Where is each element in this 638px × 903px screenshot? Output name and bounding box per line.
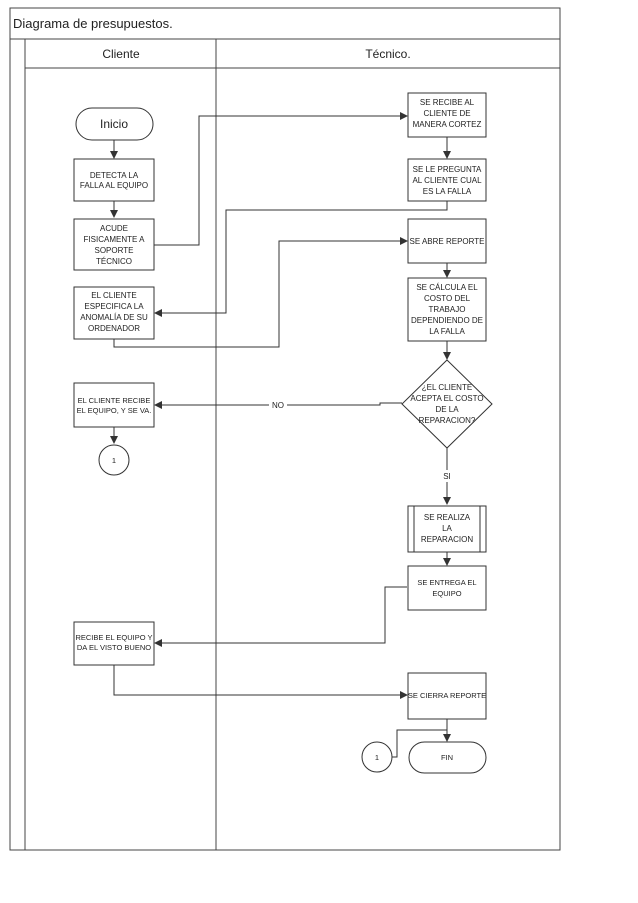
svg-text:ES LA FALLA: ES LA FALLA [423, 187, 472, 196]
node-conector-der: 1 [361, 741, 393, 773]
svg-text:DEPENDIENDO DE: DEPENDIENDO DE [411, 316, 483, 325]
svg-text:EQUIPO: EQUIPO [432, 589, 461, 598]
no-label-bg [269, 399, 287, 411]
svg-text:LA FALLA: LA FALLA [429, 327, 465, 336]
node-recibe-cliente: SE RECIBE AL CLIENTE DE MANERA CORTEZ [407, 92, 487, 138]
svg-text:AL CLIENTE CUAL: AL CLIENTE CUAL [412, 176, 482, 185]
svg-text:DA EL VISTO BUENO: DA EL VISTO BUENO [77, 643, 151, 652]
node-acude-soporte: ACUDE FISICAMENTE A SOPORTE TÉCNICO [73, 218, 155, 271]
svg-text:REPARACION: REPARACION [421, 535, 474, 544]
svg-text:1: 1 [112, 456, 116, 465]
arrow-recibe-visto-cierra [113, 665, 408, 699]
svg-text:SE CÁLCULA EL: SE CÁLCULA EL [416, 283, 478, 292]
page-title: Diagrama de presupuestos. [13, 16, 173, 31]
node-calcula-costo: SE CÁLCULA EL COSTO DEL TRABAJO DEPENDIE… [407, 277, 487, 342]
svg-text:MANERA CORTEZ: MANERA CORTEZ [413, 120, 482, 129]
node-entrega-equipo: SE ENTREGA EL EQUIPO [407, 565, 487, 611]
svg-text:SE REALIZA: SE REALIZA [424, 513, 471, 522]
svg-text:ESPECIFICA LA: ESPECIFICA LA [84, 302, 144, 311]
svg-text:1: 1 [375, 753, 379, 762]
node-decision-acepta: ¿EL CLIENTE ACEPTA EL COSTO DE LA REPARA… [401, 359, 493, 449]
svg-text:FISICAMENTE A: FISICAMENTE A [84, 235, 146, 244]
arrow-conector-fin [392, 729, 447, 758]
svg-text:TRABAJO: TRABAJO [429, 305, 466, 314]
svg-text:Inicio: Inicio [100, 117, 128, 131]
arrow-entrega-recibe-visto [154, 586, 407, 647]
no-label: NO [272, 401, 284, 410]
si-label-bg [441, 470, 453, 482]
lane-header-tecnico: Técnico. [365, 47, 410, 61]
svg-text:SE ENTREGA EL: SE ENTREGA EL [417, 578, 476, 587]
svg-text:RECIBE EL EQUIPO Y: RECIBE EL EQUIPO Y [75, 633, 152, 642]
svg-text:DETECTA LA: DETECTA LA [90, 171, 139, 180]
node-cliente-recibe-se-va: EL CLIENTE RECIBE EL EQUIPO, Y SE VA. [73, 382, 155, 428]
node-detecta-falla: DETECTA LA FALLA AL EQUIPO [73, 158, 155, 202]
svg-text:SE CIERRA REPORTE: SE CIERRA REPORTE [408, 691, 486, 700]
node-especifica-anomalia: EL CLIENTE ESPECIFICA LA ANOMALÍA DE SU … [73, 286, 155, 340]
lane-header-cliente: Cliente [102, 47, 140, 61]
node-pregunta-falla: SE LE PREGUNTA AL CLIENTE CUAL ES LA FAL… [407, 158, 487, 202]
svg-text:TÉCNICO: TÉCNICO [96, 257, 132, 266]
svg-text:SOPORTE: SOPORTE [95, 246, 134, 255]
diagram-frame [9, 7, 561, 851]
svg-text:EL EQUIPO, Y SE VA.: EL EQUIPO, Y SE VA. [77, 406, 152, 415]
arrow-pregunta-especifica [154, 201, 448, 317]
svg-text:EL CLIENTE: EL CLIENTE [91, 291, 137, 300]
svg-text:SE RECIBE AL: SE RECIBE AL [420, 98, 475, 107]
node-cierra-reporte: SE CIERRA REPORTE [407, 672, 487, 720]
node-conector-izq: 1 [98, 444, 130, 476]
svg-text:CLIENTE DE: CLIENTE DE [423, 109, 470, 118]
node-fin: FIN [408, 741, 487, 774]
node-inicio: Inicio [75, 107, 154, 141]
svg-text:FIN: FIN [441, 753, 453, 762]
svg-text:SE LE PREGUNTA: SE LE PREGUNTA [413, 165, 482, 174]
connectors [110, 112, 451, 758]
svg-text:ORDENADOR: ORDENADOR [88, 324, 140, 333]
svg-text:FALLA AL EQUIPO: FALLA AL EQUIPO [80, 181, 148, 190]
arrow-especifica-reporte [113, 237, 408, 348]
svg-text:EL CLIENTE RECIBE: EL CLIENTE RECIBE [78, 396, 151, 405]
svg-text:LA: LA [442, 524, 452, 533]
svg-text:ACEPTA EL COSTO: ACEPTA EL COSTO [410, 394, 483, 403]
arrow-decision-no [154, 401, 402, 409]
svg-text:DE LA: DE LA [435, 405, 459, 414]
svg-text:COSTO DEL: COSTO DEL [424, 294, 471, 303]
svg-text:REPARACION?: REPARACION? [419, 416, 476, 425]
node-realiza-reparacion: SE REALIZA LA REPARACION [407, 505, 487, 553]
node-abre-reporte: SE ABRE REPORTE [407, 218, 487, 264]
svg-text:¿EL CLIENTE: ¿EL CLIENTE [422, 383, 472, 392]
svg-text:ANOMALÍA DE SU: ANOMALÍA DE SU [80, 313, 148, 322]
si-label: SI [443, 472, 451, 481]
arrow-acude-recibe [153, 112, 408, 246]
node-recibe-visto-bueno: RECIBE EL EQUIPO Y DA EL VISTO BUENO [73, 621, 155, 666]
svg-text:SE ABRE REPORTE: SE ABRE REPORTE [410, 237, 485, 246]
svg-text:ACUDE: ACUDE [100, 224, 128, 233]
